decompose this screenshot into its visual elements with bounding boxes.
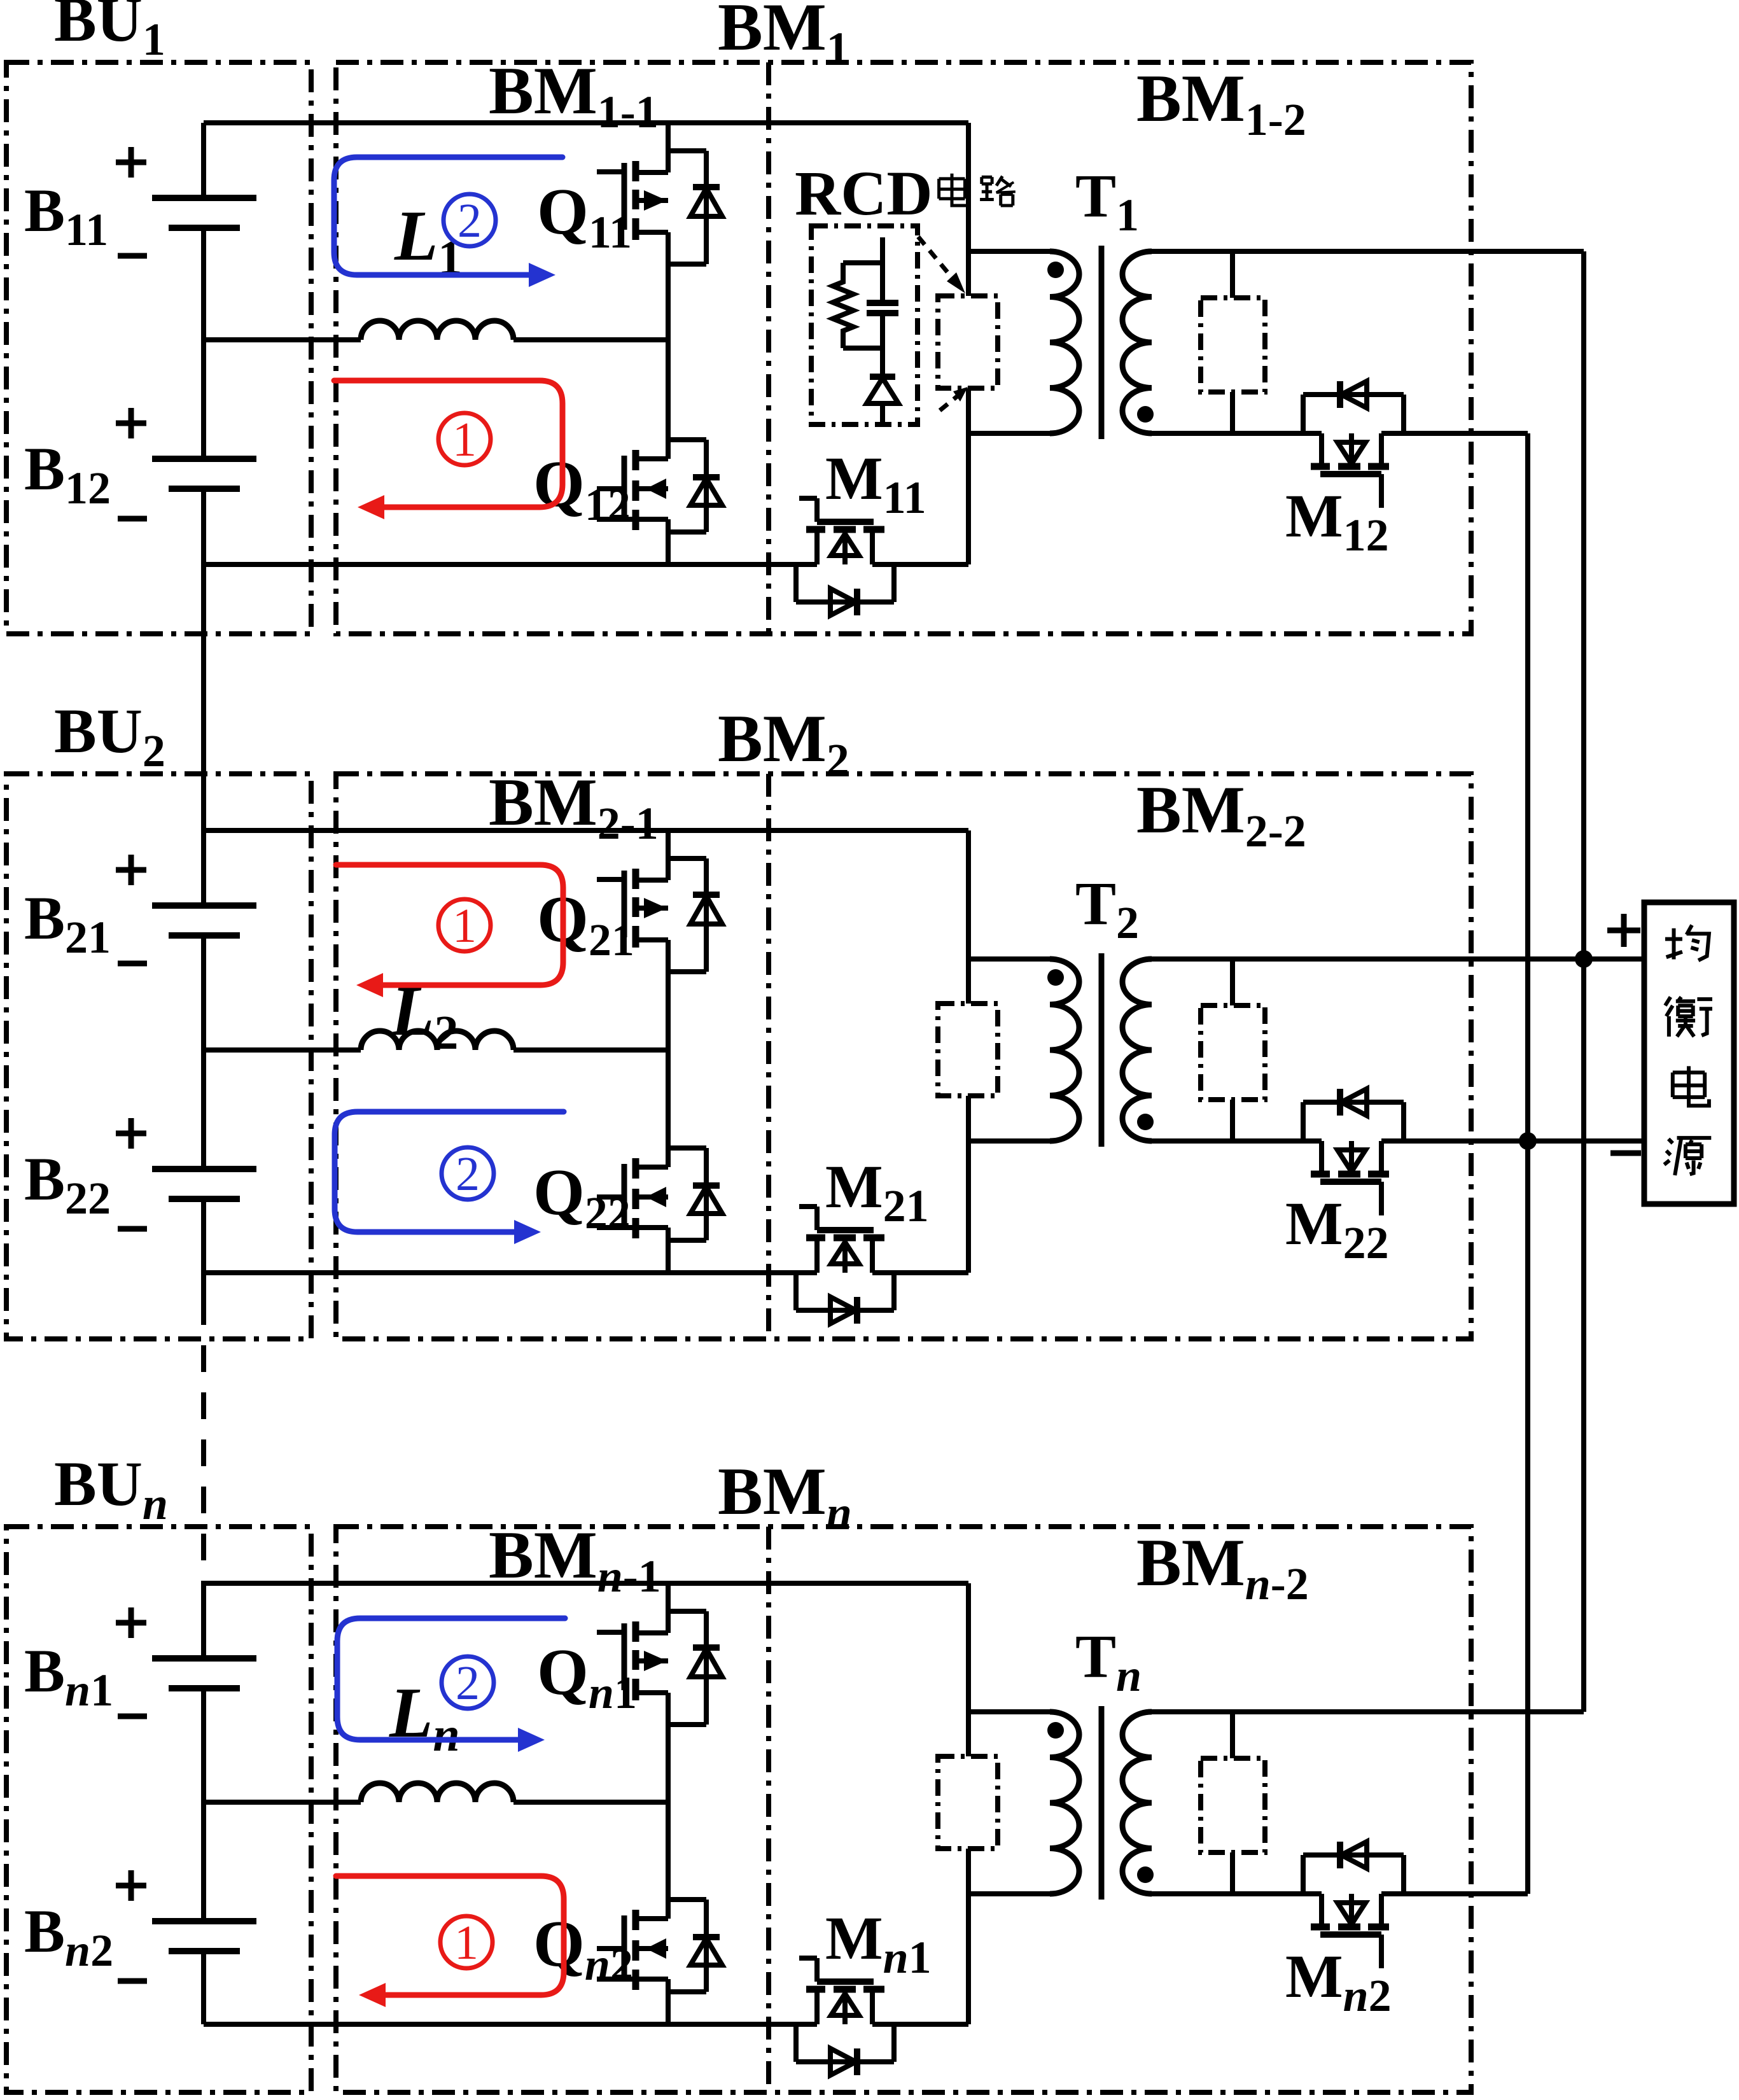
svg-text:BM2: BM2 bbox=[718, 701, 849, 785]
svg-text:M22: M22 bbox=[1285, 1189, 1389, 1268]
svg-text:B11: B11 bbox=[24, 176, 108, 255]
svg-text:Q12: Q12 bbox=[533, 447, 631, 530]
svg-text:1: 1 bbox=[454, 1916, 478, 1970]
svg-text:2: 2 bbox=[456, 1656, 480, 1710]
svg-text:T2: T2 bbox=[1075, 869, 1139, 948]
svg-text:1: 1 bbox=[452, 413, 477, 466]
svg-text:BMn-2: BMn-2 bbox=[1136, 1525, 1309, 1609]
svg-text:BM2-2: BM2-2 bbox=[1136, 773, 1306, 857]
svg-text:Tn: Tn bbox=[1075, 1622, 1142, 1701]
svg-text:Qn1: Qn1 bbox=[537, 1635, 637, 1718]
svg-text:Bn1: Bn1 bbox=[24, 1637, 113, 1716]
svg-text:Q22: Q22 bbox=[533, 1156, 631, 1238]
svg-text:RCD: RCD bbox=[795, 158, 933, 228]
svg-text:BM1-1: BM1-1 bbox=[489, 53, 659, 137]
svg-text:BMn-1: BMn-1 bbox=[489, 1518, 661, 1602]
svg-text:M11: M11 bbox=[825, 444, 926, 523]
svg-text:BM2-1: BM2-1 bbox=[489, 765, 659, 849]
svg-text:B21: B21 bbox=[24, 884, 111, 963]
svg-text:BMn: BMn bbox=[718, 1454, 852, 1538]
svg-text:B12: B12 bbox=[24, 435, 111, 514]
svg-text:M21: M21 bbox=[825, 1152, 929, 1231]
svg-text:Bn2: Bn2 bbox=[24, 1897, 113, 1976]
svg-text:Mn2: Mn2 bbox=[1285, 1942, 1392, 2021]
svg-text:Mn1: Mn1 bbox=[825, 1904, 932, 1983]
svg-text:BU1: BU1 bbox=[54, 0, 165, 65]
svg-text:2: 2 bbox=[457, 194, 482, 248]
svg-text:M12: M12 bbox=[1285, 482, 1389, 561]
svg-text:T1: T1 bbox=[1075, 162, 1139, 241]
svg-text:Q11: Q11 bbox=[537, 175, 632, 258]
svg-text:BUn: BUn bbox=[54, 1448, 168, 1529]
svg-text:BM1: BM1 bbox=[718, 0, 849, 74]
svg-text:BM1-2: BM1-2 bbox=[1136, 61, 1306, 145]
svg-text:Qn2: Qn2 bbox=[533, 1907, 633, 1990]
svg-text:2: 2 bbox=[456, 1147, 480, 1201]
svg-text:B22: B22 bbox=[24, 1145, 111, 1224]
svg-text:BU2: BU2 bbox=[54, 696, 165, 776]
svg-text:1: 1 bbox=[452, 899, 477, 953]
